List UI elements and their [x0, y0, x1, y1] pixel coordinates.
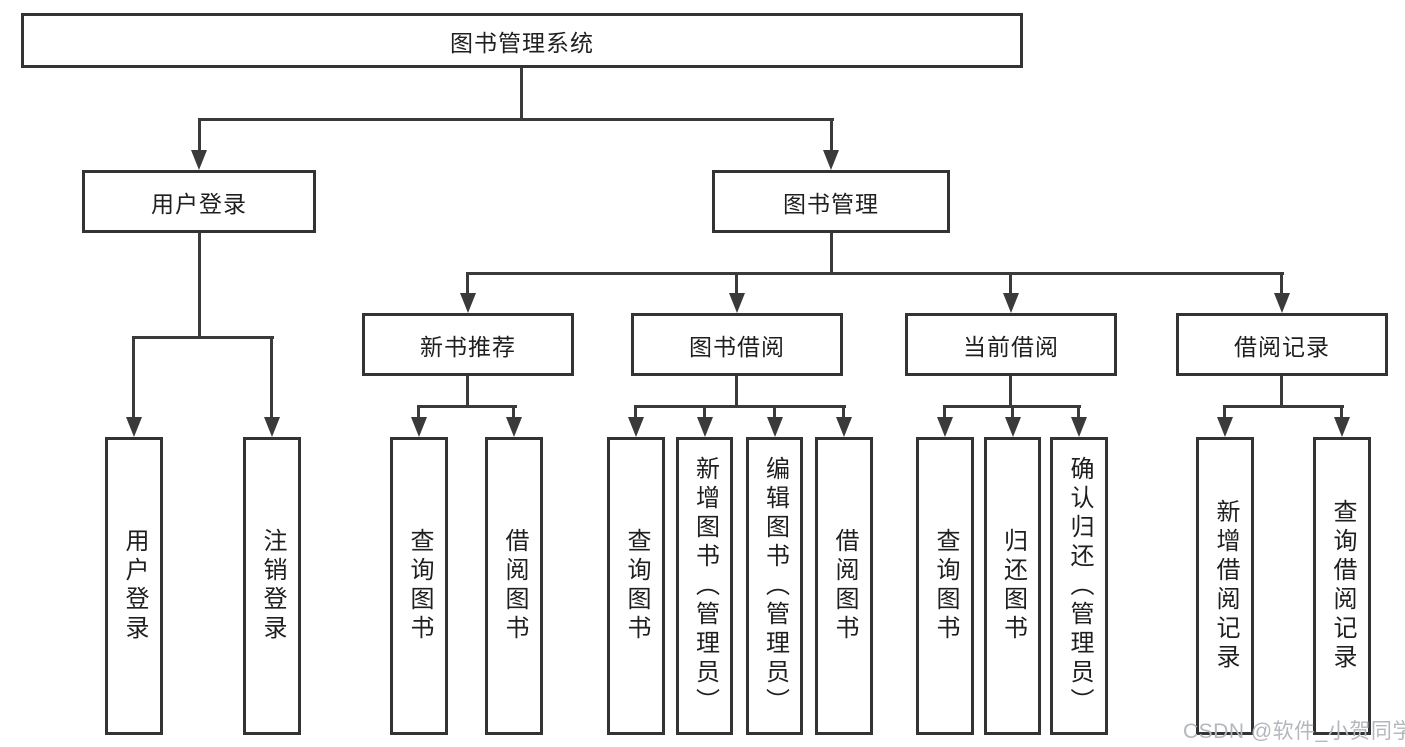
- connector-drop: [417, 405, 420, 420]
- connector-bar: [418, 405, 517, 408]
- leaf-label: 确认归还（管理员）: [1066, 455, 1093, 717]
- arrowhead-down-icon: [1274, 293, 1290, 313]
- leaf-add-books-admin: 新增图书（管理员）: [676, 437, 733, 735]
- connector-stem: [1009, 376, 1012, 408]
- connector-user-stem: [198, 233, 201, 338]
- connector-drop: [512, 405, 515, 420]
- node-new-book-recommend: 新书推荐: [362, 313, 574, 376]
- connector-bar: [635, 405, 846, 408]
- arrowhead-down-icon: [460, 293, 476, 313]
- leaf-label: 编辑图书（管理员）: [761, 455, 789, 717]
- connector-stem: [735, 376, 738, 408]
- leaf-label: 新增图书（管理员）: [691, 455, 719, 717]
- leaf-label: 查询图书: [406, 528, 433, 644]
- connector-drop: [634, 405, 637, 420]
- leaf-label: 借阅图书: [501, 528, 528, 644]
- connector-drop: [830, 118, 833, 152]
- connector-drop: [466, 272, 469, 296]
- leaf-logout: 注销登录: [243, 437, 301, 735]
- node-book-management: 图书管理: [712, 170, 950, 233]
- connector-root-bar: [198, 118, 834, 121]
- arrowhead-down-icon: [1334, 417, 1350, 437]
- leaf-confirm-return-admin: 确认归还（管理员）: [1050, 437, 1108, 735]
- arrowhead-down-icon: [697, 417, 713, 437]
- node-library-management-system: 图书管理系统: [21, 13, 1023, 68]
- leaf-query-books-current: 查询图书: [916, 437, 974, 735]
- node-label: 图书借阅: [689, 333, 785, 360]
- arrowhead-down-icon: [506, 417, 522, 437]
- leaf-query-books-borrow: 查询图书: [607, 437, 665, 735]
- connector-root-stem: [520, 68, 523, 121]
- leaf-return-books: 归还图书: [984, 437, 1041, 735]
- connector-bar: [1224, 405, 1344, 408]
- connector-drop: [198, 118, 201, 152]
- connector-drop: [943, 405, 946, 420]
- leaf-label: 查询图书: [623, 528, 650, 644]
- leaf-borrow-books: 借阅图书: [815, 437, 873, 735]
- leaf-label: 新增借阅记录: [1212, 499, 1239, 673]
- arrowhead-down-icon: [628, 417, 644, 437]
- connector-drop: [1223, 405, 1226, 420]
- connector-drop: [1077, 405, 1080, 420]
- arrowhead-down-icon: [1217, 417, 1233, 437]
- connector-mgmt-stem: [830, 233, 833, 275]
- leaf-query-books-recommend: 查询图书: [390, 437, 448, 735]
- csdn-watermark: CSDN @软件_小贺同学: [1183, 720, 1405, 743]
- leaf-label: 用户登录: [121, 528, 148, 644]
- arrowhead-down-icon: [191, 150, 207, 170]
- connector-drop: [735, 272, 738, 296]
- connector-drop: [703, 405, 706, 420]
- connector-stem: [1280, 376, 1283, 408]
- connector-drop: [842, 405, 845, 420]
- connector-stem: [466, 376, 469, 408]
- leaf-label: 查询图书: [932, 528, 959, 644]
- arrowhead-down-icon: [126, 417, 142, 437]
- leaf-add-borrow-record: 新增借阅记录: [1196, 437, 1254, 735]
- node-label: 新书推荐: [420, 333, 516, 360]
- leaf-user-login: 用户登录: [105, 437, 163, 735]
- node-user-login: 用户登录: [82, 170, 316, 233]
- node-book-borrowing: 图书借阅: [631, 313, 843, 376]
- arrowhead-down-icon: [729, 293, 745, 313]
- arrowhead-down-icon: [411, 417, 427, 437]
- leaf-label: 归还图书: [999, 528, 1027, 644]
- arrowhead-down-icon: [1003, 293, 1019, 313]
- connector-user-bar: [133, 336, 274, 339]
- node-label: 用户登录: [151, 190, 247, 217]
- arrowhead-down-icon: [767, 417, 783, 437]
- leaf-label: 查询借阅记录: [1329, 499, 1356, 673]
- connector-drop: [1340, 405, 1343, 420]
- leaf-borrow-books-recommend: 借阅图书: [485, 437, 543, 735]
- arrowhead-down-icon: [1005, 417, 1021, 437]
- arrowhead-down-icon: [937, 417, 953, 437]
- arrowhead-down-icon: [1071, 417, 1087, 437]
- leaf-label: 注销登录: [259, 528, 286, 644]
- connector-drop: [132, 336, 135, 420]
- leaf-edit-books-admin: 编辑图书（管理员）: [746, 437, 803, 735]
- arrowhead-down-icon: [836, 417, 852, 437]
- node-borrowing-records: 借阅记录: [1176, 313, 1388, 376]
- leaf-query-borrow-record: 查询借阅记录: [1313, 437, 1371, 735]
- connector-drop: [1280, 272, 1283, 296]
- node-label: 图书管理: [783, 190, 879, 217]
- connector-drop: [1011, 405, 1014, 420]
- node-label: 借阅记录: [1234, 333, 1330, 360]
- leaf-label: 借阅图书: [831, 528, 858, 644]
- connector-drop: [773, 405, 776, 420]
- connector-drop: [270, 336, 273, 420]
- arrowhead-down-icon: [264, 417, 280, 437]
- arrowhead-down-icon: [823, 150, 839, 170]
- connector-drop: [1009, 272, 1012, 296]
- connector-mgmt-bar: [467, 272, 1284, 275]
- node-label: 当前借阅: [963, 333, 1059, 360]
- node-current-borrowing: 当前借阅: [905, 313, 1117, 376]
- node-label: 图书管理系统: [450, 29, 594, 56]
